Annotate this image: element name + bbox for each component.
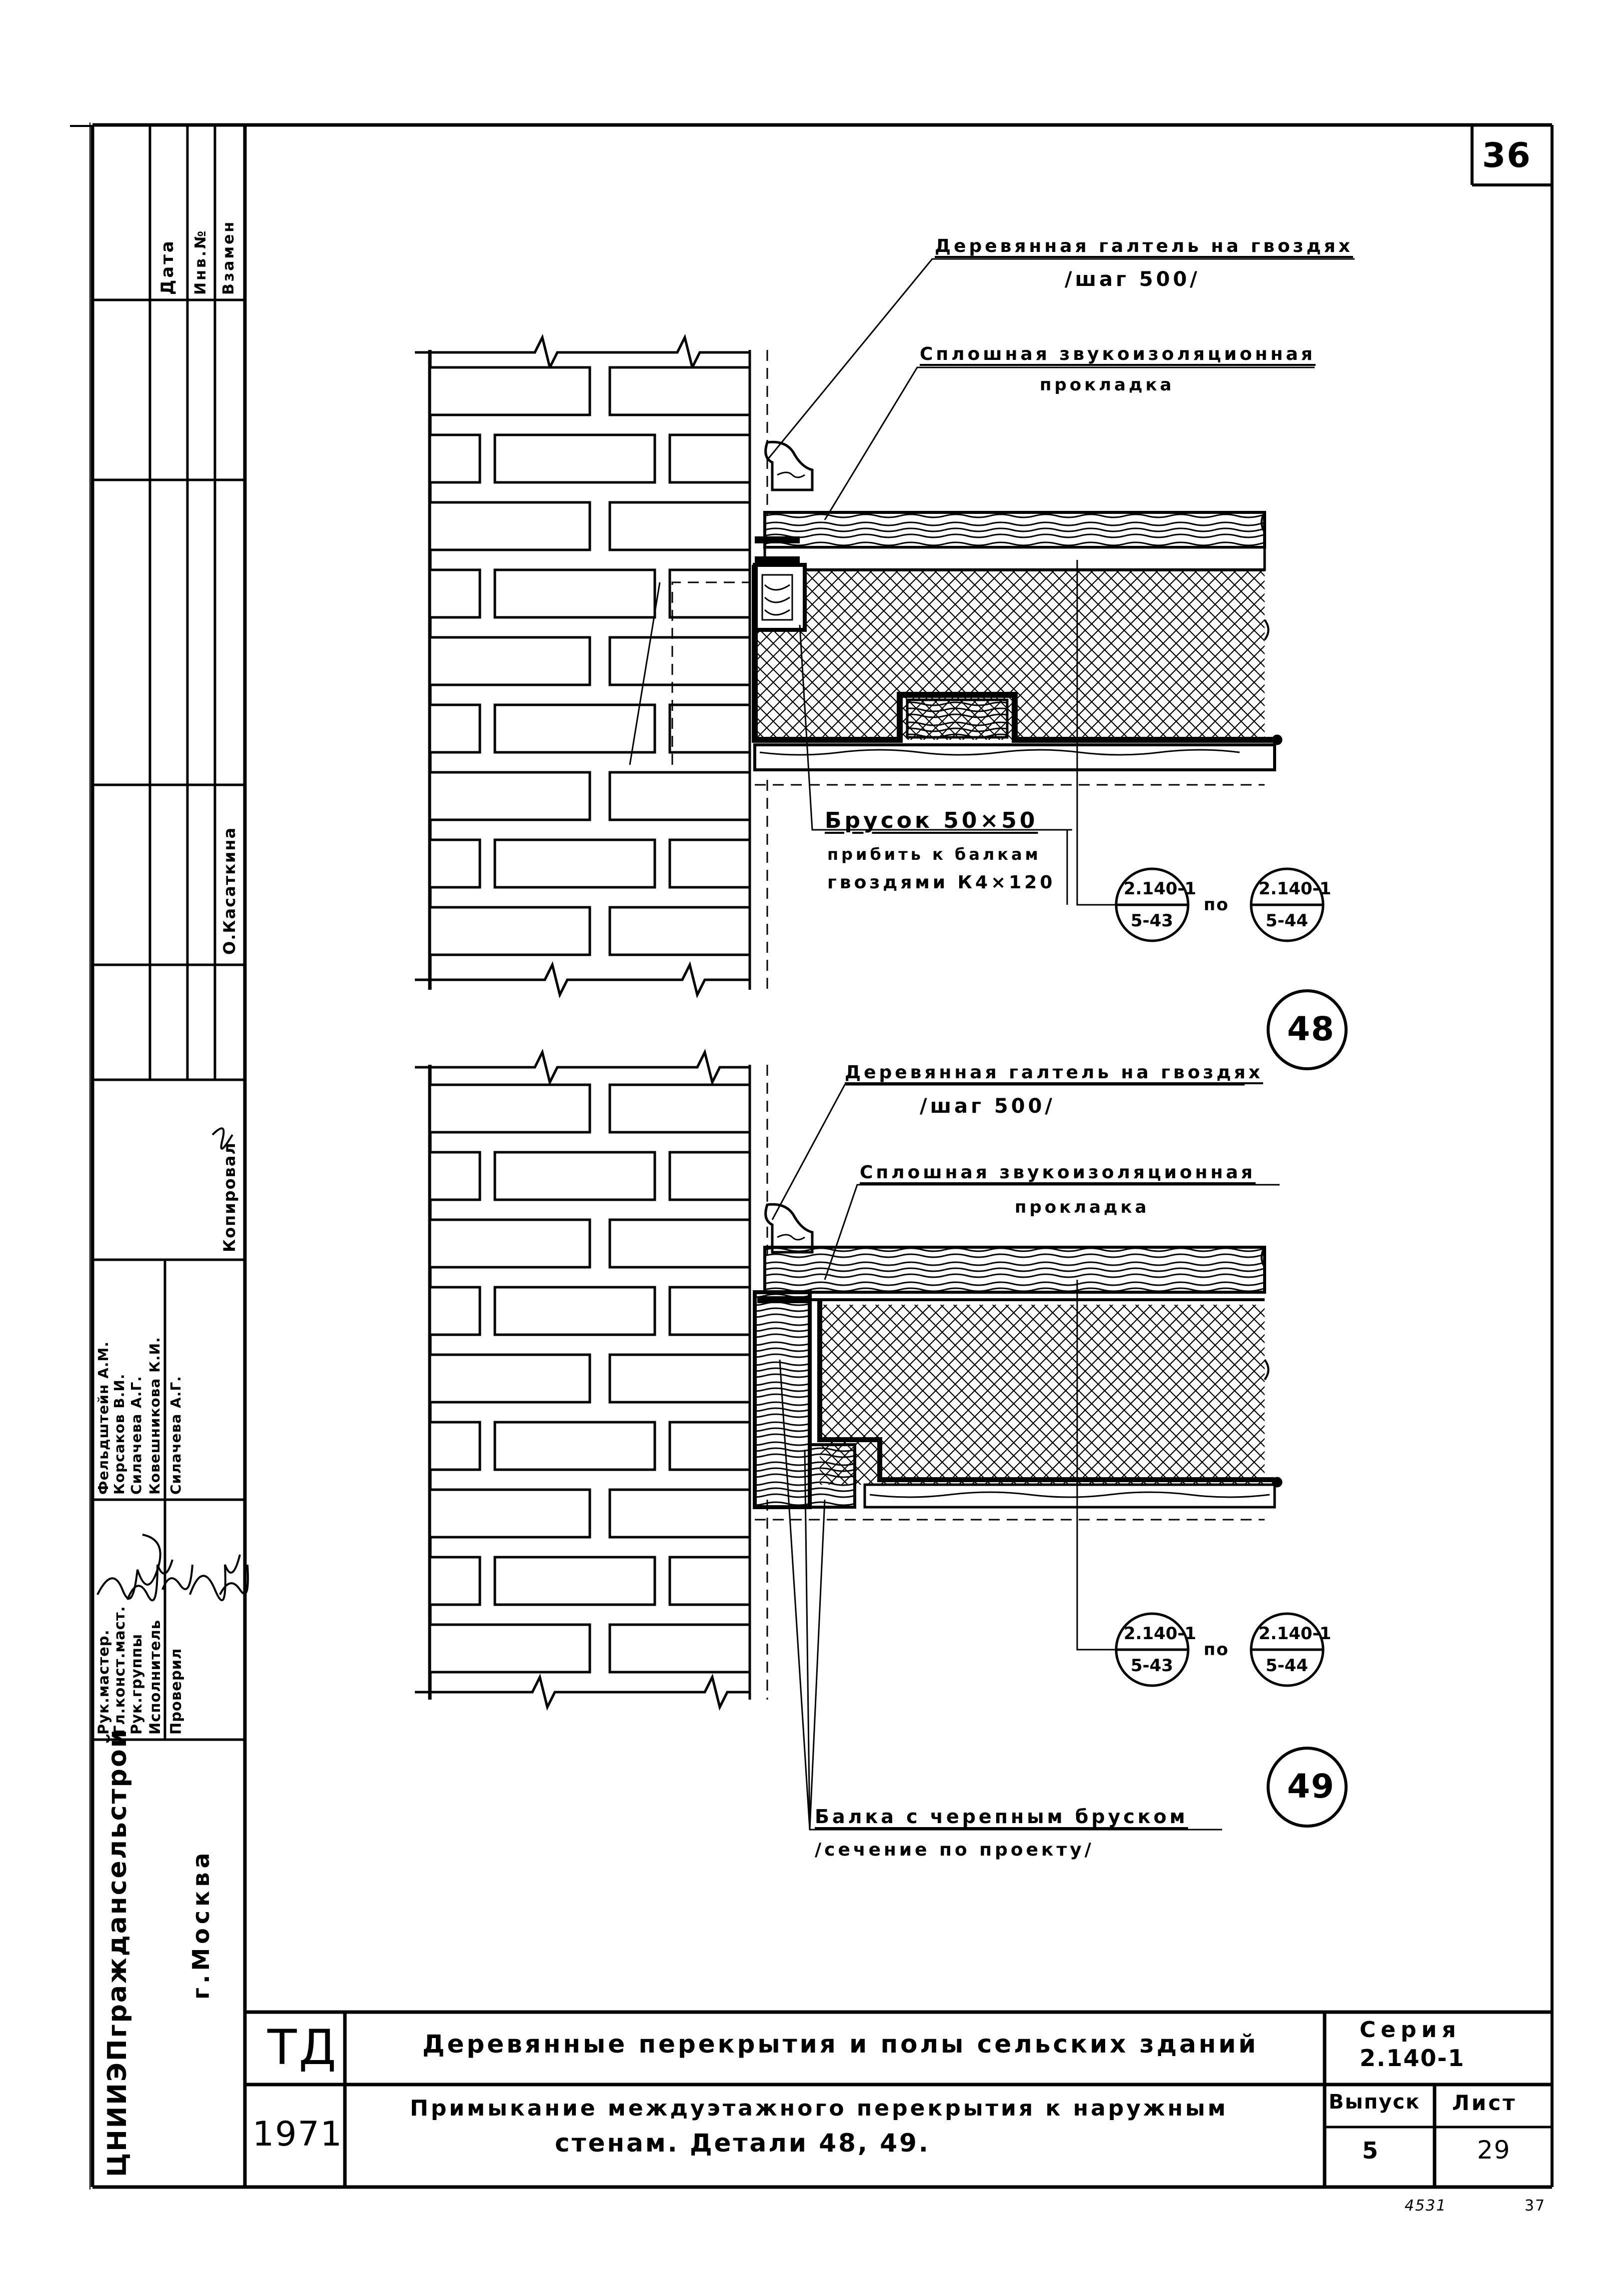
- title-year: 1971: [252, 2115, 343, 2154]
- d49-pad-label: Сплошная звукоизоляционная: [860, 1162, 1256, 1183]
- side-replace-label: Взамен: [220, 219, 237, 295]
- d48-pad-label: Сплошная звукоизоляционная: [920, 344, 1316, 364]
- d48-bar-label: Брусок 50×50: [825, 808, 1038, 833]
- d48-bar-label-2: прибить к балкам: [827, 845, 1041, 864]
- title-subtitle-1: Примыкание междуэтажного перекрытия к на…: [410, 2096, 1228, 2121]
- d48-gallet-label: Деревянная галтель на гвоздях: [935, 236, 1354, 256]
- corner-number-box: [1471, 125, 1552, 186]
- title-code: ТД: [267, 2020, 338, 2076]
- corner-sheet-number: 36: [1482, 136, 1532, 175]
- d49-ref2-bottom: 5-44: [1266, 1656, 1309, 1676]
- d48-bar-label-3: гвоздями К4×120: [827, 872, 1056, 893]
- staff-name: Силачева А.Г.: [128, 1376, 144, 1495]
- title-subtitle-2: стенам. Детали 48, 49.: [555, 2129, 930, 2158]
- issue-value: 5: [1362, 2137, 1382, 2164]
- d49-ref-between: по: [1204, 1640, 1229, 1660]
- sheet-frame: [70, 122, 1554, 2190]
- staff-name: Корсаков В.И.: [111, 1373, 127, 1495]
- d49-beam-label-2: /сечение по проекту/: [815, 1840, 1094, 1860]
- d48-ref2-bottom: 5-44: [1266, 911, 1309, 931]
- stamp-number-2: 37: [1525, 2197, 1546, 2215]
- staff-name: Фельдштейн А.М.: [95, 1341, 111, 1495]
- side-date-label: Дата: [157, 239, 177, 295]
- copy-label: Копировал: [220, 1142, 239, 1252]
- series-value: 2.140-1: [1360, 2045, 1465, 2072]
- d49-detail-number: 49: [1287, 1767, 1335, 1806]
- detail-49-ref-circles: [1115, 1612, 1348, 1828]
- d49-pad-label-2: прокладка: [1015, 1197, 1150, 1217]
- d49-gallet-step: /шаг 500/: [920, 1095, 1056, 1118]
- title-main: Деревянные перекрытия и полы сельских зд…: [422, 2030, 1259, 2059]
- d48-ref-between: по: [1204, 895, 1229, 915]
- d49-ref1-bottom: 5-43: [1131, 1656, 1174, 1676]
- staff-role: Рук.группы: [128, 1634, 145, 1735]
- d49-ref2-top: 2.140-1: [1259, 1624, 1332, 1644]
- series-label: Серия: [1360, 2017, 1461, 2043]
- side-inv-label: Инв.№: [192, 228, 209, 295]
- d49-gallet-label: Деревянная галтель на гвоздях: [845, 1062, 1264, 1083]
- organization-name: ЦНИИЭПграждансельстрой: [102, 1728, 132, 2177]
- d48-gallet-step: /шаг 500/: [1065, 268, 1201, 291]
- d48-ref2-top: 2.140-1: [1259, 879, 1332, 899]
- d48-pad-label-2: прокладка: [1040, 375, 1175, 395]
- issue-label: Выпуск: [1329, 2091, 1421, 2114]
- staff-name: Ковешникова К.И.: [146, 1337, 163, 1495]
- signatures: [96, 1127, 249, 1602]
- organization-city: г.Москва: [187, 1849, 214, 2000]
- copy-name: О.Касаткина: [220, 826, 239, 955]
- staff-role: Исполнитель: [146, 1619, 163, 1735]
- detail-48-ref-circles: [1115, 867, 1348, 1070]
- detail-48-graphic: [415, 258, 1355, 999]
- sheet-value: 29: [1477, 2136, 1511, 2165]
- staff-role: Гл.конст.маст.: [111, 1606, 128, 1735]
- d48-ref1-top: 2.140-1: [1124, 879, 1197, 899]
- stamp-number: 4531: [1405, 2197, 1447, 2215]
- d48-detail-number: 48: [1287, 1010, 1335, 1048]
- title-block-grid: [245, 2010, 1552, 2187]
- detail-49-graphic: [415, 1048, 1283, 1831]
- staff-role: Проверил: [167, 1648, 184, 1735]
- staff-name: Силачева А.Г.: [167, 1376, 184, 1495]
- d48-ref1-bottom: 5-43: [1131, 911, 1174, 931]
- side-stamp-table: [91, 125, 245, 1741]
- d49-beam-label: Балка с черепным бруском: [815, 1806, 1188, 1828]
- d49-ref1-top: 2.140-1: [1124, 1624, 1197, 1644]
- sheet-label: Лист: [1452, 2091, 1517, 2115]
- staff-role: Рук.мастер.: [95, 1629, 112, 1735]
